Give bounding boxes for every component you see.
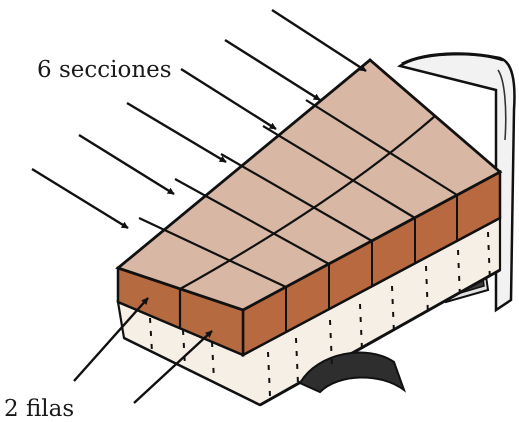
section-divider [174, 178, 330, 265]
rows-label: 2 filas [4, 396, 75, 422]
section-divider [305, 99, 458, 196]
arrow-section-6 [271, 8, 367, 73]
arrow-row-1 [73, 297, 149, 382]
arrow-section-3 [126, 101, 227, 164]
arrow-section-4 [180, 67, 277, 131]
section-divider [262, 125, 416, 219]
row-arrows [73, 297, 213, 404]
arrow-row-2 [133, 330, 213, 404]
arrow-section-2 [78, 133, 175, 196]
strap-marks [149, 231, 491, 397]
box-load [115, 58, 503, 358]
arrow-section-1 [31, 167, 129, 230]
section-arrows [31, 8, 367, 230]
sections-label: 6 secciones [37, 57, 172, 83]
arrow-section-5 [224, 38, 321, 102]
section-divider [220, 153, 373, 242]
section-divider [138, 217, 287, 288]
front-wheel [298, 351, 407, 394]
trailer-rear-wall [397, 52, 516, 313]
